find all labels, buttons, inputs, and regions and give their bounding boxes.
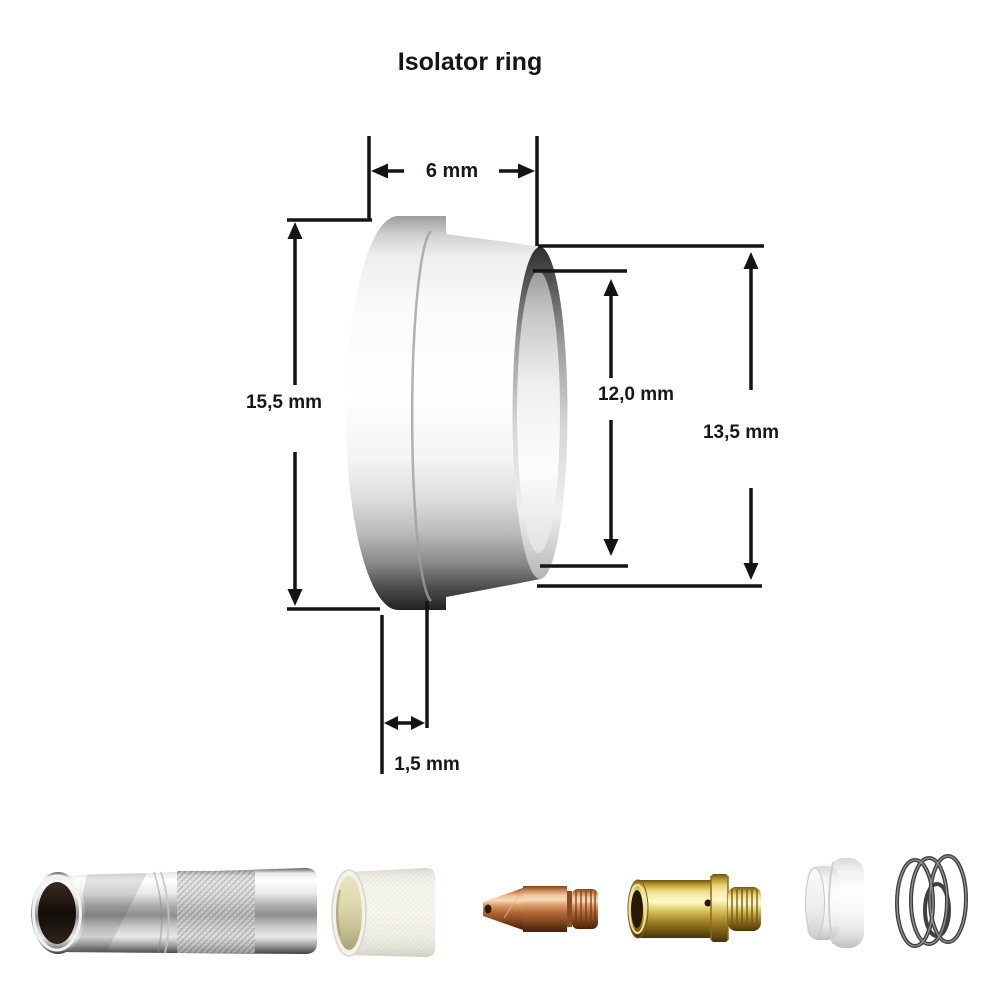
dim-flange-offset — [380, 601, 429, 774]
dimension-label-width: 6 mm — [425, 160, 479, 182]
dimension-label-outer-diameter: 13,5 mm — [702, 422, 780, 443]
contact-tip-holder-art — [627, 874, 761, 942]
dimension-label-inner-diameter: 12,0 mm — [597, 384, 675, 405]
dim-inner-diameter — [533, 269, 628, 568]
dimension-lines — [287, 136, 764, 774]
nozzle-spring-art — [895, 854, 968, 948]
isolator-ring-art — [805, 858, 864, 948]
ring-bore — [517, 271, 560, 553]
contact-tip-holder-image — [627, 874, 761, 942]
dim-flange-diameter — [287, 218, 380, 611]
ring-illustration — [346, 216, 568, 610]
dim-outer-diameter — [537, 244, 764, 588]
isolator-sleeve-art — [331, 868, 435, 957]
page-title: Isolator ring — [397, 48, 543, 76]
dimension-label-flange-offset: 1,5 mm — [394, 754, 460, 775]
contact-tip-art — [483, 886, 598, 932]
gas-nozzle-art — [31, 868, 317, 954]
dimension-label-flange-diameter: 15,5 mm — [245, 392, 323, 413]
contact-tip-image — [483, 886, 598, 932]
isolator-ring-drawing — [287, 136, 764, 774]
isolator-sleeve-image — [331, 868, 435, 957]
isolator-ring-image — [805, 858, 864, 948]
ring-seam-line — [410, 230, 432, 602]
dim-width — [367, 136, 539, 246]
nozzle-spring-image — [895, 854, 968, 948]
ring-flange-band — [398, 216, 446, 610]
gas-nozzle-image — [31, 868, 317, 954]
